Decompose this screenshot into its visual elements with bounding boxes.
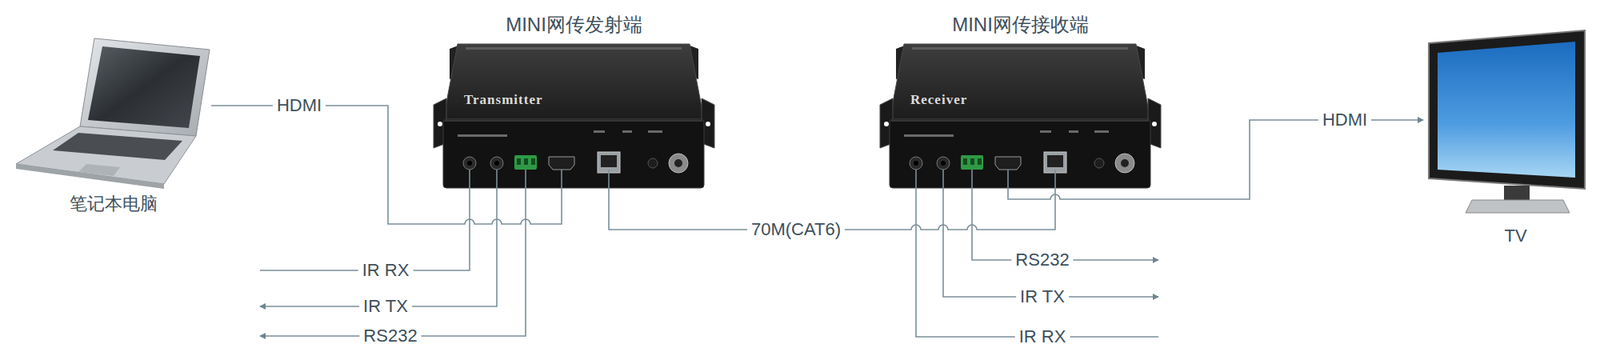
wire-stub <box>1054 169 1056 189</box>
wire <box>943 169 1159 297</box>
laptop-illustration <box>16 38 210 189</box>
signal-wires <box>260 169 1159 337</box>
laptop-edge <box>16 164 164 189</box>
signal-label: IR RX <box>362 260 410 281</box>
tv-neck <box>1504 185 1530 202</box>
tv-stand <box>1465 200 1570 213</box>
cable-label: HDMI <box>276 95 322 116</box>
laptop-keyboard <box>52 132 183 160</box>
laptop-node: 笔记本电脑 <box>15 35 212 216</box>
wire-stub <box>1007 169 1009 189</box>
cable-label: 70M(CAT6) <box>751 219 841 240</box>
signal-label: IR RX <box>1019 326 1067 348</box>
transmitter-illustration <box>433 44 715 188</box>
tv-bezel <box>1428 30 1585 189</box>
signal-label: IR TX <box>363 296 408 317</box>
signal-label: RS232 <box>1015 249 1069 271</box>
brand-text: Transmitter <box>464 92 544 108</box>
wire <box>260 169 470 271</box>
wire <box>972 169 1159 260</box>
device-title: MINI网传发射端 <box>505 13 643 37</box>
transmitter-node: MINI网传发射端Transmitter <box>433 40 715 189</box>
wire <box>916 169 1159 337</box>
laptop-base <box>16 126 196 184</box>
wire <box>260 169 526 336</box>
wire-stub <box>608 169 610 189</box>
tv-illustration <box>1428 30 1585 213</box>
receiver-illustration <box>880 44 1161 188</box>
signal-label: RS232 <box>363 325 417 347</box>
laptop-screen <box>88 46 200 128</box>
laptop-lid <box>80 38 210 136</box>
receiver-node: MINI网传接收端Receiver <box>880 40 1161 189</box>
cable-label: HDMI <box>1322 109 1368 131</box>
wire <box>260 169 497 307</box>
tv-node: TV <box>1423 28 1592 248</box>
cable-connector <box>211 105 562 224</box>
device-label: 笔记本电脑 <box>69 193 158 215</box>
device-label: TV <box>1504 225 1527 247</box>
brand-text: Receiver <box>910 92 968 108</box>
cable-connector <box>1008 120 1424 200</box>
tv-screen <box>1437 41 1576 178</box>
wire-stub <box>560 169 563 189</box>
signal-label: IR TX <box>1020 286 1065 308</box>
device-title: MINI网传接收端 <box>952 13 1089 37</box>
